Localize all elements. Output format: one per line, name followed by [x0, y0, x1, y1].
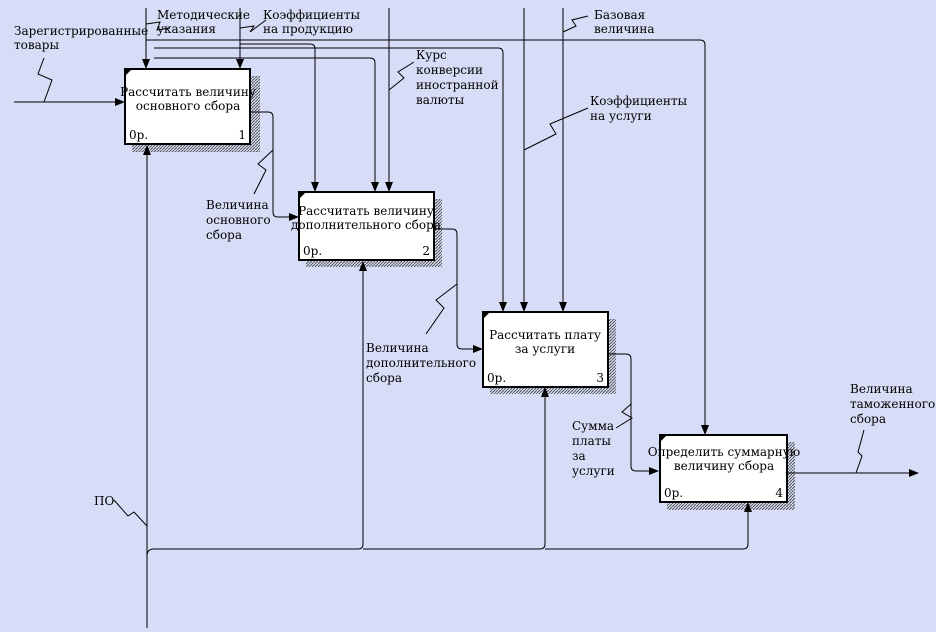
label-exchange-2: конверсии: [416, 63, 483, 77]
label-customs-fee-2: таможенного: [850, 397, 935, 411]
block-4-cost: 0р.: [664, 486, 683, 500]
arrow-service-fee[interactable]: [608, 353, 659, 475]
arrows: [14, 8, 919, 628]
label-product-coef-2: на продукцию: [263, 22, 353, 36]
block-3-title-line1: Рассчитать плату: [489, 328, 601, 342]
block-1-cost: 0р.: [129, 128, 148, 142]
block-1-title-line1: Рассчитать величину: [120, 85, 256, 99]
block-corner-icon: [125, 69, 132, 76]
block-corner-icon: [660, 435, 667, 442]
label-extra-fee-1: Величина: [366, 341, 429, 355]
squiggle-extra-fee: [425, 283, 458, 335]
label-exchange-4: валюты: [416, 93, 465, 107]
label-service-coef-1: Коэффициенты: [590, 94, 687, 108]
squiggle-product-coef: [239, 19, 267, 33]
block-2[interactable]: Рассчитать величину дополнительного сбор…: [291, 191, 441, 261]
arrow-method-to-b4[interactable]: [146, 39, 709, 435]
label-exchange-1: Курс: [416, 48, 447, 62]
label-registered-goods-1: Зарегистрированные: [14, 24, 148, 38]
squiggle-service-fee: [615, 403, 633, 429]
label-method-1: Методические: [157, 8, 250, 22]
arrow-software-to-b2[interactable]: [146, 261, 367, 557]
block-1-number: 1: [238, 128, 246, 142]
arrow-main-fee[interactable]: [250, 111, 299, 221]
squiggle-main-fee: [253, 149, 274, 195]
block-4-title-line1: Определить суммарную: [648, 445, 801, 459]
label-main-fee-2: основного: [206, 213, 271, 227]
block-4-number: 4: [775, 486, 783, 500]
squiggle-base-value: [562, 15, 589, 33]
block-corner-icon: [299, 192, 306, 199]
arrow-product-coef-to-b2[interactable]: [240, 43, 319, 192]
label-service-fee-4: услуги: [572, 464, 615, 478]
label-software: ПО: [94, 494, 114, 508]
label-service-fee-1: Сумма: [572, 419, 614, 433]
block-2-title-line2: дополнительного сбора: [291, 218, 441, 232]
arrow-extra-fee[interactable]: [434, 228, 483, 353]
squiggle-method: [145, 21, 171, 31]
label-exchange-3: иностранной: [416, 78, 499, 92]
block-2-number: 2: [422, 244, 430, 258]
squiggle-software: [113, 499, 148, 527]
squiggle-customs-fee: [855, 429, 865, 474]
squiggle-registered-goods: [37, 57, 53, 103]
block-3[interactable]: Рассчитать плату за услуги 0р. 3: [482, 311, 609, 388]
block-3-title-line2: за услуги: [515, 342, 575, 356]
block-2-cost: 0р.: [303, 244, 322, 258]
block-4-title-line2: величину сбора: [674, 459, 774, 473]
block-3-number: 3: [596, 371, 604, 385]
label-product-coef-1: Коэффициенты: [263, 8, 360, 22]
squiggle-service-coef: [523, 107, 589, 151]
label-method-2: указания: [157, 22, 216, 36]
label-extra-fee-2: дополнительного: [366, 356, 476, 370]
label-customs-fee-1: Величина: [850, 382, 913, 396]
block-1[interactable]: Рассчитать величину основного сбора 0р. …: [120, 68, 256, 145]
block-3-cost: 0р.: [487, 371, 506, 385]
label-registered-goods-2: товары: [14, 38, 59, 52]
arrow-labels: Зарегистрированные товары Методические у…: [14, 8, 935, 508]
label-customs-fee-3: сбора: [850, 412, 886, 426]
label-main-fee-1: Величина: [206, 198, 269, 212]
label-base-value-1: Базовая: [594, 8, 645, 22]
block-4[interactable]: Определить суммарную величину сбора 0р. …: [648, 434, 801, 503]
arrow-exchange-to-b2[interactable]: [154, 57, 379, 192]
label-base-value-2: величина: [594, 22, 655, 36]
label-extra-fee-3: сбора: [366, 371, 402, 385]
label-service-fee-3: за: [572, 449, 586, 463]
arrow-software-to-b4[interactable]: [545, 502, 752, 550]
block-2-title-line1: Рассчитать величину: [298, 204, 434, 218]
block-corner-icon: [483, 312, 490, 319]
arrow-software-to-b3[interactable]: [363, 387, 549, 550]
label-service-fee-2: платы: [572, 434, 611, 448]
label-main-fee-3: сбора: [206, 228, 242, 242]
squiggle-exchange: [388, 61, 415, 91]
arrow-guidelines-to-b3[interactable]: [154, 47, 507, 312]
block-1-title-line2: основного сбора: [136, 99, 240, 113]
label-service-coef-2: на услуги: [590, 109, 652, 123]
